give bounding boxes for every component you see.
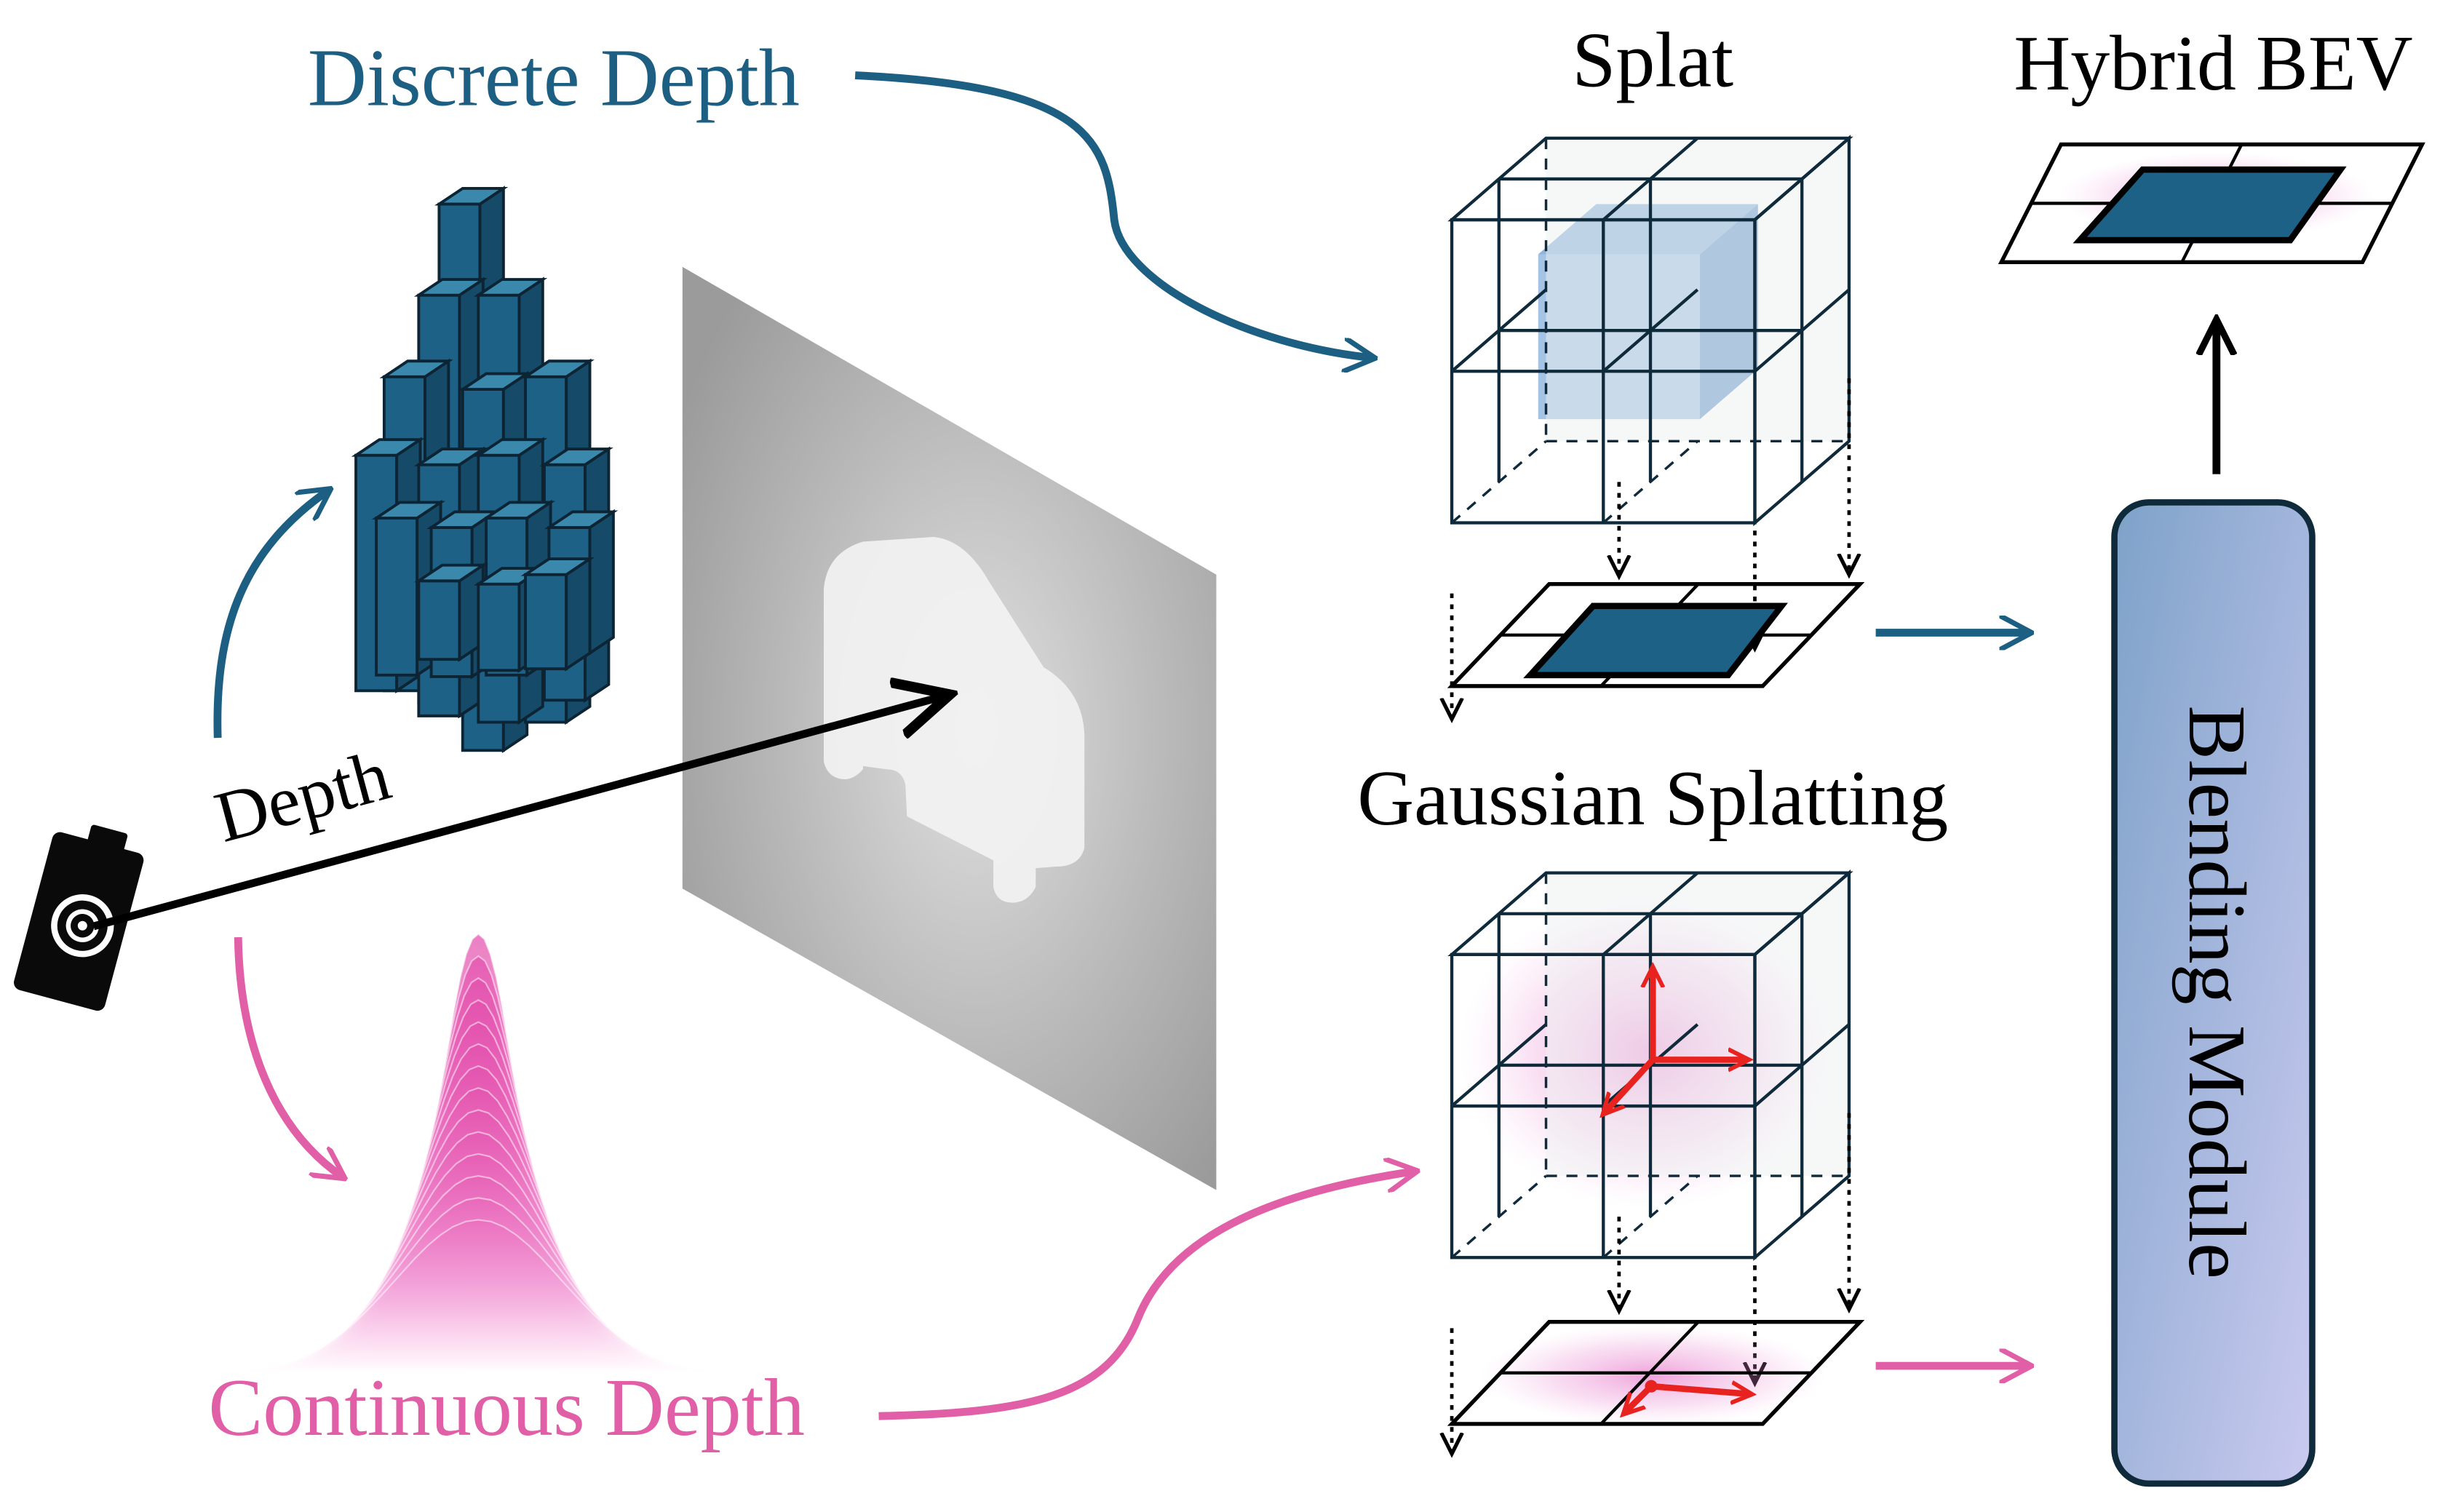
gaussian-bev-plane: [1447, 1320, 1865, 1426]
discrete-depth-bars-icon: [351, 186, 619, 753]
splat-label: Splat: [1572, 17, 1733, 104]
splat-voxel-grid: [1452, 135, 1849, 719]
hybrid-bev-label: Hybrid BEV: [2014, 20, 2412, 107]
blending-module-label: Blending Module: [2171, 705, 2262, 1278]
depth-label: Depth: [207, 736, 399, 858]
discrete-depth-label: Discrete Depth: [308, 33, 800, 124]
image-plane: [682, 266, 1217, 1190]
gaussian-axes-icon: [1604, 968, 1746, 1113]
splat-bev-plane: [1447, 581, 1865, 688]
continuous-depth-label: Continuous Depth: [208, 1363, 805, 1453]
blending-module: Blending Module: [2111, 499, 2316, 1487]
gaussian-splatting-label: Gaussian Splatting: [1357, 755, 1948, 842]
hybrid-bev-plane: [1998, 142, 2425, 265]
camera-icon: [14, 824, 144, 1011]
depth-ray-arrow: [92, 696, 947, 931]
discrete-depth-arrow: [854, 71, 1373, 358]
camera-to-discrete-arrow: [213, 490, 330, 739]
continuous-depth-arrow: [878, 1171, 1416, 1420]
camera-to-continuous-arrow: [234, 937, 343, 1177]
continuous-depth-gaussian-icon: [223, 933, 732, 1375]
